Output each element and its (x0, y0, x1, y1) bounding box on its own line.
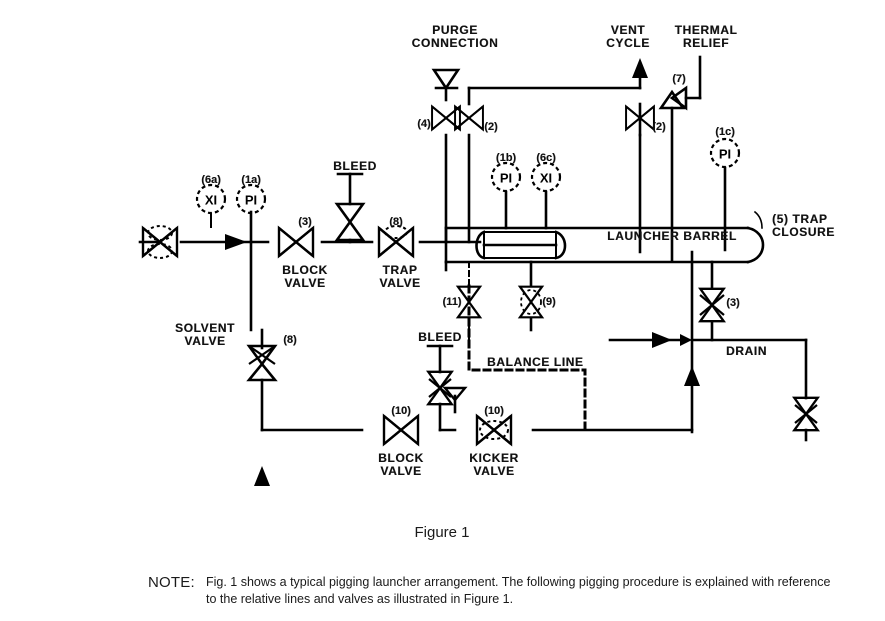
tag-number-6c: (6c) (536, 152, 556, 164)
label-vent-cycle: VENT CYCLE (606, 23, 650, 50)
label-drain: DRAIN (726, 344, 767, 358)
tag-number-11: (11) (442, 296, 462, 308)
valve-symbols (141, 105, 819, 446)
tag-number-8-trap: (8) (389, 216, 403, 228)
label-launcher-barrel: LAUNCHER BARREL (607, 229, 737, 243)
tag-number-10-kicker: (10) (484, 405, 504, 417)
tag-number-3-drain: (3) (726, 297, 740, 309)
tag-number-4: (4) (417, 118, 431, 130)
note-label: NOTE: (148, 574, 195, 591)
tag-number-8-solvent: (8) (283, 334, 297, 346)
tag-number-1c: (1c) (715, 126, 735, 138)
tag-number-7: (7) (672, 73, 686, 85)
instrument-1a-pi: PI (244, 192, 258, 208)
label-block-valve-lower: BLOCK VALVE (378, 451, 424, 478)
label-solvent-valve: SOLVENT VALVE (175, 321, 235, 348)
tag-number-2-purge: (2) (484, 121, 498, 133)
label-bleed-lower: BLEED (418, 330, 462, 344)
instrument-tails (210, 167, 726, 250)
note-line-1: Fig. 1 shows a typical pigging launcher … (206, 575, 831, 589)
label-balance-line: BALANCE LINE (487, 355, 584, 369)
tag-number-9: (9) (542, 296, 556, 308)
label-kicker-valve: KICKER VALVE (469, 451, 519, 478)
instrument-1b-pi: PI (499, 170, 513, 186)
instrument-6a-xi: XI (204, 192, 218, 208)
tag-number-2-vent: (2) (652, 121, 666, 133)
label-thermal-relief: THERMAL RELIEF (674, 23, 738, 50)
tag-number-6a: (6a) (201, 174, 221, 186)
instrument-6c-xi: XI (539, 170, 553, 186)
tag-number-10-block: (10) (391, 405, 411, 417)
instrument-1c-pi: PI (718, 146, 732, 162)
label-purge-connection: PURGE CONNECTION (411, 23, 499, 50)
tag-number-1a: (1a) (241, 174, 261, 186)
flow-arrows (225, 58, 700, 486)
label-trap-closure: (5) TRAP CLOSURE (772, 212, 835, 239)
label-block-valve-upper: BLOCK VALVE (282, 263, 328, 290)
note-line-2: to the relative lines and valves as illu… (206, 592, 514, 606)
label-trap-valve: TRAP VALVE (379, 263, 421, 290)
label-bleed-upper: BLEED (333, 159, 377, 173)
tag-number-1b: (1b) (495, 152, 517, 164)
purge-funnel-icon (431, 68, 461, 91)
figure-caption: Figure 1 (414, 524, 470, 541)
tag-number-3-block: (3) (298, 216, 312, 228)
note-block: NOTE: Fig. 1 shows a typical pigging lau… (148, 574, 864, 608)
